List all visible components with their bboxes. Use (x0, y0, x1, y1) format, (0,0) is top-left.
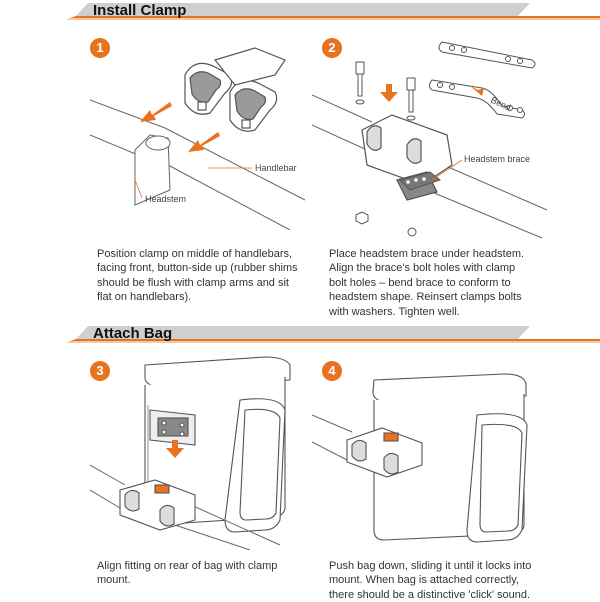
handlebar-label: Handlebar (255, 163, 297, 173)
section-title: Install Clamp (93, 2, 187, 19)
section-title: Attach Bag (93, 325, 173, 342)
step3-text: Align fitting on rear of bag with clamp … (97, 560, 278, 587)
headstem-label: Headstem (145, 194, 186, 204)
step-badge-4: 4 (322, 361, 342, 381)
step2-illustration: Bend Headstem brace (312, 41, 548, 239)
banner-graphic (66, 326, 600, 343)
step1-text: Position clamp on middle of handlebars, … (97, 248, 298, 304)
step-badge-2: 2 (322, 38, 342, 58)
section-banner-attach-bag: Attach Bag (0, 325, 600, 348)
headstem-brace-label: Headstem brace (464, 154, 530, 164)
banner-graphic (66, 3, 600, 20)
step4-text: Push bag down, sliding it until it locks… (329, 560, 532, 601)
section-banner-install-clamp: Install Clamp (0, 2, 600, 25)
step2-text: Place headstem brace under headstem. Ali… (329, 248, 525, 318)
step-badge-3: 3 (90, 361, 110, 381)
step-badge-1: 1 (90, 38, 110, 58)
step1-illustration: Handlebar Headstem (90, 47, 306, 230)
step4-illustration (312, 373, 528, 543)
step3-illustration (90, 356, 291, 550)
